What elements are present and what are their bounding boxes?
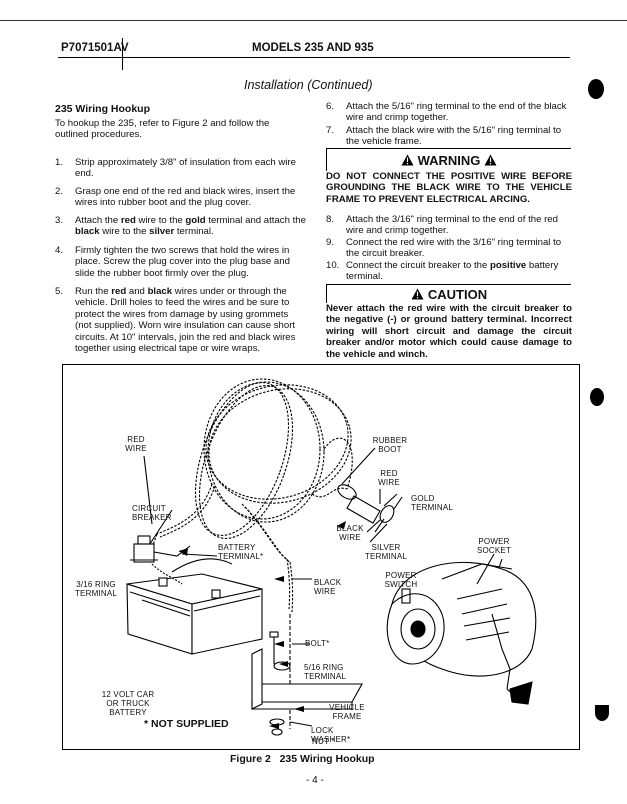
label-black-wire: BLACK WIRE: [336, 524, 364, 542]
header-vertical-rule: [122, 38, 123, 70]
step-bold: red: [120, 215, 136, 226]
figure-caption: Figure 2 235 Wiring Hookup: [230, 753, 375, 765]
coiled-wire: [149, 378, 353, 613]
step-text: wires under or through the vehicle. Dril…: [75, 286, 296, 355]
step-1: 1. Strip approximately 3/8" of insulation…: [55, 157, 307, 180]
plug-boot: [337, 484, 398, 533]
step-text: and: [126, 286, 148, 297]
circuit-breaker: [130, 535, 191, 563]
step-bold: gold: [185, 215, 206, 226]
step-number: 10.: [326, 260, 340, 271]
step-number: 5.: [55, 286, 64, 297]
step-text: Attach the 5/16" ring terminal to the en…: [346, 101, 567, 124]
label-gold-terminal: GOLD TERMINAL: [411, 494, 454, 512]
winch-hook: [506, 681, 533, 705]
step-text: Connect the circuit breaker to the: [346, 260, 490, 271]
caution-triangle-icon: [411, 288, 424, 300]
label-vehicle-frame: VEHICLE FRAME: [329, 703, 365, 721]
step-number: 1.: [55, 157, 64, 168]
intro-text: To hookup the 235, refer to Figure 2 and…: [55, 118, 270, 141]
step-bold: red: [111, 286, 127, 297]
label-battery: 12 VOLT CAR OR TRUCK BATTERY: [101, 690, 155, 717]
step-text: Grasp one end of the red and black wires…: [75, 186, 296, 209]
label-black-wire-2: BLACK WIRE: [314, 578, 342, 596]
step-text: Run the: [75, 286, 112, 297]
binder-hole: [588, 79, 604, 99]
step-number: 7.: [326, 125, 335, 136]
step-bold: silver: [149, 226, 175, 238]
step-8: 8. Attach the 3/16" ring terminal to the …: [326, 214, 572, 237]
step-number: 9.: [326, 237, 335, 248]
figure-frame: [62, 364, 580, 750]
vehicle-frame: [251, 631, 363, 736]
caution-title: CAUTION: [427, 286, 488, 302]
wiring-heading: 235 Wiring Hookup: [55, 103, 150, 115]
label-ring-terminal-316: 3/16 RING TERMINAL: [74, 580, 118, 598]
warning-triangle-icon: [401, 154, 414, 166]
step-6: 6. Attach the 5/16" ring terminal to the …: [326, 101, 572, 124]
label-red-wire: RED WIRE: [125, 435, 147, 453]
caution-body: Never attach the red wire with the circu…: [326, 303, 572, 360]
label-silver-terminal: SILVER TERMINAL: [364, 543, 408, 561]
label-battery-terminal: BATTERY TERMINAL*: [218, 543, 264, 561]
label-circuit-breaker: CIRCUIT BREAKER: [132, 504, 172, 522]
header-rule: [58, 57, 570, 58]
caution-box: CAUTION: [326, 284, 571, 303]
step-text: Strip approximately 3/8" of insulation f…: [75, 157, 296, 180]
step-number: 4.: [55, 245, 64, 256]
step-2: 2. Grasp one end of the red and black wir…: [55, 186, 307, 209]
binder-hole: [590, 388, 604, 406]
step-text: wire to the: [99, 226, 150, 238]
step-bold: black: [147, 286, 173, 297]
warning-title-row: WARNING: [327, 149, 571, 171]
step-bold: black: [75, 226, 100, 238]
step-7: 7. Attach the black wire with the 5/16" r…: [326, 125, 572, 148]
caution-title-row: CAUTION: [327, 285, 571, 303]
step-number: 3.: [55, 215, 64, 226]
label-ring-terminal-516: 5/16 RING TERMINAL: [304, 663, 347, 681]
page-number: - 4 -: [306, 775, 324, 786]
step-number: 6.: [326, 101, 335, 112]
step-4: 4. Firmly tighten the two screws that hol…: [55, 245, 307, 279]
step-text: Connect the red wire with the 3/16" ring…: [346, 237, 562, 260]
step-number: 8.: [326, 214, 335, 225]
step-text: Attach the black wire with the 5/16" rin…: [346, 125, 562, 148]
label-power-switch: POWER SWITCH: [384, 571, 418, 589]
label-bolt: BOLT*: [305, 639, 330, 648]
step-text: Attach the 3/16" ring terminal to the en…: [346, 214, 558, 237]
step-text: Attach the: [75, 215, 121, 226]
step-9: 9. Connect the red wire with the 3/16" ri…: [326, 237, 572, 260]
section-title: Installation (Continued): [244, 78, 373, 92]
label-not-supplied: * NOT SUPPLIED: [144, 718, 229, 730]
warning-box: WARNING: [326, 148, 571, 171]
label-nut: NUT *: [312, 737, 335, 746]
header-top-rule: [0, 20, 627, 21]
step-number: 2.: [55, 186, 64, 197]
battery: [126, 558, 263, 655]
doc-id: P7071501AV: [61, 42, 129, 54]
binder-hole: [595, 705, 609, 721]
step-text: terminal.: [174, 226, 214, 238]
step-text: Firmly tighten the two screws that hold …: [75, 245, 290, 279]
label-rubber-boot: RUBBER BOOT: [372, 436, 408, 454]
step-3: 3. Attach the red wire to the gold termin…: [55, 215, 307, 238]
step-bold: positive: [489, 260, 527, 271]
warning-title: WARNING: [417, 152, 481, 168]
warning-triangle-icon: [484, 154, 497, 166]
warning-body: DO NOT CONNECT THE POSITIVE WIRE BEFORE …: [326, 171, 572, 205]
winch-motor: [386, 561, 537, 690]
step-10: 10. Connect the circuit breaker to the po…: [326, 260, 572, 283]
models-title: MODELS 235 AND 935: [252, 42, 374, 54]
label-lock-washer: LOCK WASHER*: [311, 726, 351, 744]
step-text: terminal and attach the: [205, 215, 306, 226]
label-power-socket: POWER SOCKET: [476, 537, 512, 555]
step-text: battery terminal.: [346, 260, 559, 283]
wiring-diagram: [126, 378, 537, 736]
step-5: 5. Run the red and black wires under or t…: [55, 286, 307, 354]
label-red-wire-2: RED WIRE: [378, 469, 400, 487]
step-text: wire to the: [135, 215, 186, 226]
